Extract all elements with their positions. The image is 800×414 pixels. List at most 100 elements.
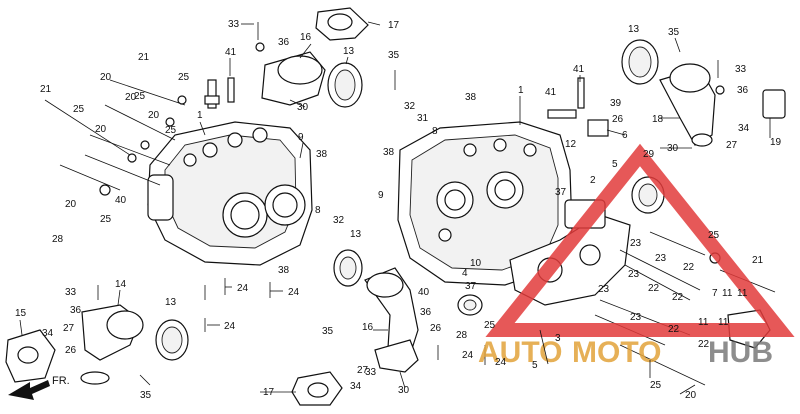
callout-label: 13 (628, 24, 640, 35)
callout-label: 32 (404, 101, 416, 112)
callout-label: 16 (362, 322, 374, 333)
front-direction-indicator: FR. (8, 375, 70, 400)
callout-label: 35 (140, 390, 152, 401)
callout-label: 24 (462, 350, 474, 361)
callout-label: 32 (333, 215, 345, 226)
callout-label: 11 (718, 317, 729, 328)
callout-label: 22 (698, 339, 710, 350)
callout-label: 25 (165, 125, 177, 136)
callout-label: 38 (465, 92, 477, 103)
callout-label: 38 (278, 265, 290, 276)
callout-label: 14 (115, 279, 127, 290)
callout-label: 34 (738, 123, 750, 134)
callout-label: 36 (70, 305, 82, 316)
callout-label: 20 (65, 199, 77, 210)
callout-label: 21 (752, 255, 764, 266)
callout-label: 33 (365, 367, 377, 378)
callout-label: 21 (40, 84, 52, 95)
callout-label: 17 (263, 387, 275, 398)
callout-label: 33 (228, 19, 240, 30)
callout-label: 34 (350, 381, 362, 392)
watermark-word-1: AUTO (478, 336, 562, 369)
callout-label: 35 (668, 27, 680, 38)
callout-label: 11 (698, 317, 709, 328)
callout-label: 25 (484, 320, 496, 331)
callout-label: 3 (555, 333, 561, 344)
callout-label: 25 (100, 214, 112, 225)
callout-label: 35 (388, 50, 400, 61)
callout-label: 23 (630, 238, 642, 249)
spark-plug-right (547, 77, 609, 137)
callout-label: 36 (420, 307, 432, 318)
callout-label: 8 (315, 205, 321, 216)
callout-label: 24 (224, 321, 236, 332)
callout-label: 12 (565, 139, 577, 150)
callout-label: 22 (668, 324, 680, 335)
callout-label: 24 (495, 357, 507, 368)
callout-label: 23 (630, 312, 642, 323)
callout-label: 38 (383, 147, 395, 158)
callout-label: 4 (462, 268, 468, 279)
callout-label: 37 (555, 187, 567, 198)
callout-label: 30 (398, 385, 410, 396)
callout-label: 16 (300, 32, 312, 43)
callout-label: 13 (350, 229, 362, 240)
callout-label: 25 (708, 230, 720, 241)
callout-label: 13 (343, 46, 355, 57)
callout-label: 27 (726, 140, 738, 151)
callout-label: 20 (95, 124, 107, 135)
callout-label: 23 (628, 269, 640, 280)
callout-label: 23 (655, 253, 667, 264)
leader-lines (19, 21, 771, 395)
callout-label: 26 (430, 323, 442, 334)
water-pipe-center (291, 249, 483, 406)
callout-label: 20 (125, 92, 137, 103)
callout-label: 25 (650, 380, 662, 391)
callout-label: 30 (297, 102, 309, 113)
spark-plug-left (204, 77, 235, 109)
callout-label: 15 (15, 308, 27, 319)
callout-label: 1 (518, 85, 524, 96)
callout-label: 5 (532, 360, 538, 371)
callout-label: 2 (590, 175, 596, 186)
watermark-word-3: HUB (708, 336, 773, 369)
watermark-word-2: MOTO (572, 336, 661, 369)
callout-label: 20 (685, 390, 697, 401)
callout-label: 10 (470, 258, 482, 269)
callout-label: 25 (134, 91, 146, 102)
callout-label: 11 (722, 288, 733, 299)
callout-label: 38 (316, 149, 328, 160)
callout-label: 40 (115, 195, 127, 206)
callout-label: 7 (712, 288, 718, 299)
callout-label: 5 (612, 159, 618, 170)
left-cylinder-head (147, 121, 313, 266)
callout-label: 22 (683, 262, 695, 273)
callout-label: 41 (573, 64, 585, 75)
callout-label: 39 (610, 98, 622, 109)
callout-label: 22 (648, 283, 660, 294)
water-pipe-upper-left (255, 7, 396, 108)
callout-label: 26 (612, 114, 624, 125)
callout-label: 41 (225, 47, 237, 58)
front-label: FR. (52, 375, 70, 387)
callout-label: 40 (418, 287, 430, 298)
water-pipe-lower-left (5, 285, 189, 386)
callout-label: 26 (65, 345, 77, 356)
callout-label: 6 (622, 130, 628, 141)
callout-label: 1 (197, 110, 203, 121)
dowel-pins (204, 278, 486, 365)
callout-label: 9 (298, 132, 304, 143)
callout-label: 9 (378, 190, 384, 201)
callout-labels: 33 36 16 17 13 35 21 41 20 25 21 25 20 2… (15, 19, 782, 401)
callout-label: 29 (643, 149, 655, 160)
watermark: AUTO MOTO HUB (478, 143, 795, 369)
callout-label: 27 (357, 365, 369, 376)
callout-label: 35 (322, 326, 334, 337)
callout-label: 8 (432, 126, 438, 137)
callout-label: 25 (178, 72, 190, 83)
callout-label: 18 (652, 114, 664, 125)
callout-label: 30 (667, 143, 679, 154)
callout-label: 36 (278, 37, 290, 48)
callout-label: 17 (388, 20, 400, 31)
